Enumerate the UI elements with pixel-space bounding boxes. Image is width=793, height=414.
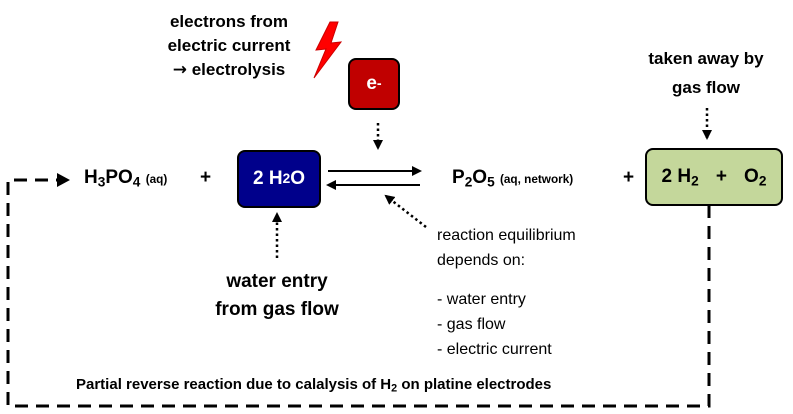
equilibrium-factors-list: - water entry - gas flow - electric curr… [437, 287, 552, 362]
plus-sign-1: + [200, 167, 212, 188]
water-entry-label: water entry from gas flow [196, 268, 358, 324]
lightning-icon [313, 21, 343, 79]
electrons-label-line2: electric current [167, 36, 291, 55]
electrons-label-line3: → electrolysis [172, 60, 286, 80]
taken-away-line2: gas flow [671, 78, 740, 97]
product-p2o5: P2O5 (aq, network) [452, 167, 574, 190]
taken-away-line1: taken away by [648, 49, 764, 68]
electrons-label-line1: electrons from [169, 12, 289, 31]
equilibrium-line1: reaction equilibrium [437, 227, 576, 244]
bottom-reverse-reaction-label: Partial reverse reaction due to calalysi… [76, 376, 552, 395]
water-entry-line1: water entry [226, 271, 328, 292]
reactant-h3po4: H3PO4 (aq) [84, 167, 168, 190]
plus-sign-2: + [623, 167, 635, 188]
feedback-loop-line [6, 178, 711, 408]
equilibrium-line2: depends on: [437, 252, 526, 269]
gas-box-o2: O2 [744, 166, 767, 189]
equilibrium-dotted-arrow [384, 194, 427, 228]
right-arrow-icon: → [172, 60, 187, 80]
gas-box-h2: 2 H2 [661, 166, 699, 189]
factor-electric-current: - electric current [437, 341, 552, 358]
gas-box-plus: + [715, 166, 727, 187]
taken-away-label: taken away by gas flow [616, 44, 793, 102]
equilibrium-label: reaction equilibrium depends on: [437, 223, 576, 273]
water-entry-line2: from gas flow [215, 299, 339, 320]
electron-box: e- [348, 58, 400, 110]
factor-gas-flow: - gas flow [437, 316, 506, 333]
factor-water-entry: - water entry [437, 291, 526, 308]
feedback-loop-arrowhead [57, 173, 70, 187]
electrons-label: electrons from electric current → electr… [140, 10, 318, 82]
gas-box: 2 H2 + O2 [645, 148, 783, 206]
